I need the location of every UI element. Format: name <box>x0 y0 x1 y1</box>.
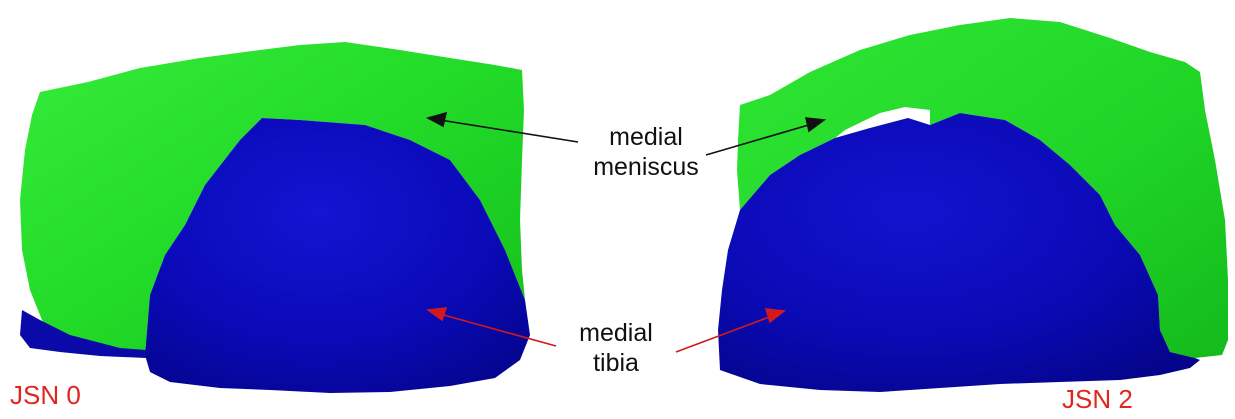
left-grade-label: JSN 0 <box>10 380 81 410</box>
medial-tibia-label-line1: medial <box>556 318 676 348</box>
left-knee-model <box>20 42 530 393</box>
medial-meniscus-label-line2: meniscus <box>586 152 706 182</box>
medial-tibia-label-line2: tibia <box>556 348 676 378</box>
medial-meniscus-label: medial meniscus <box>586 122 706 182</box>
medial-tibia-label: medial tibia <box>556 318 676 378</box>
right-knee-model <box>718 18 1228 392</box>
medial-meniscus-label-line1: medial <box>586 122 706 152</box>
right-grade-label: JSN 2 <box>1062 384 1133 414</box>
